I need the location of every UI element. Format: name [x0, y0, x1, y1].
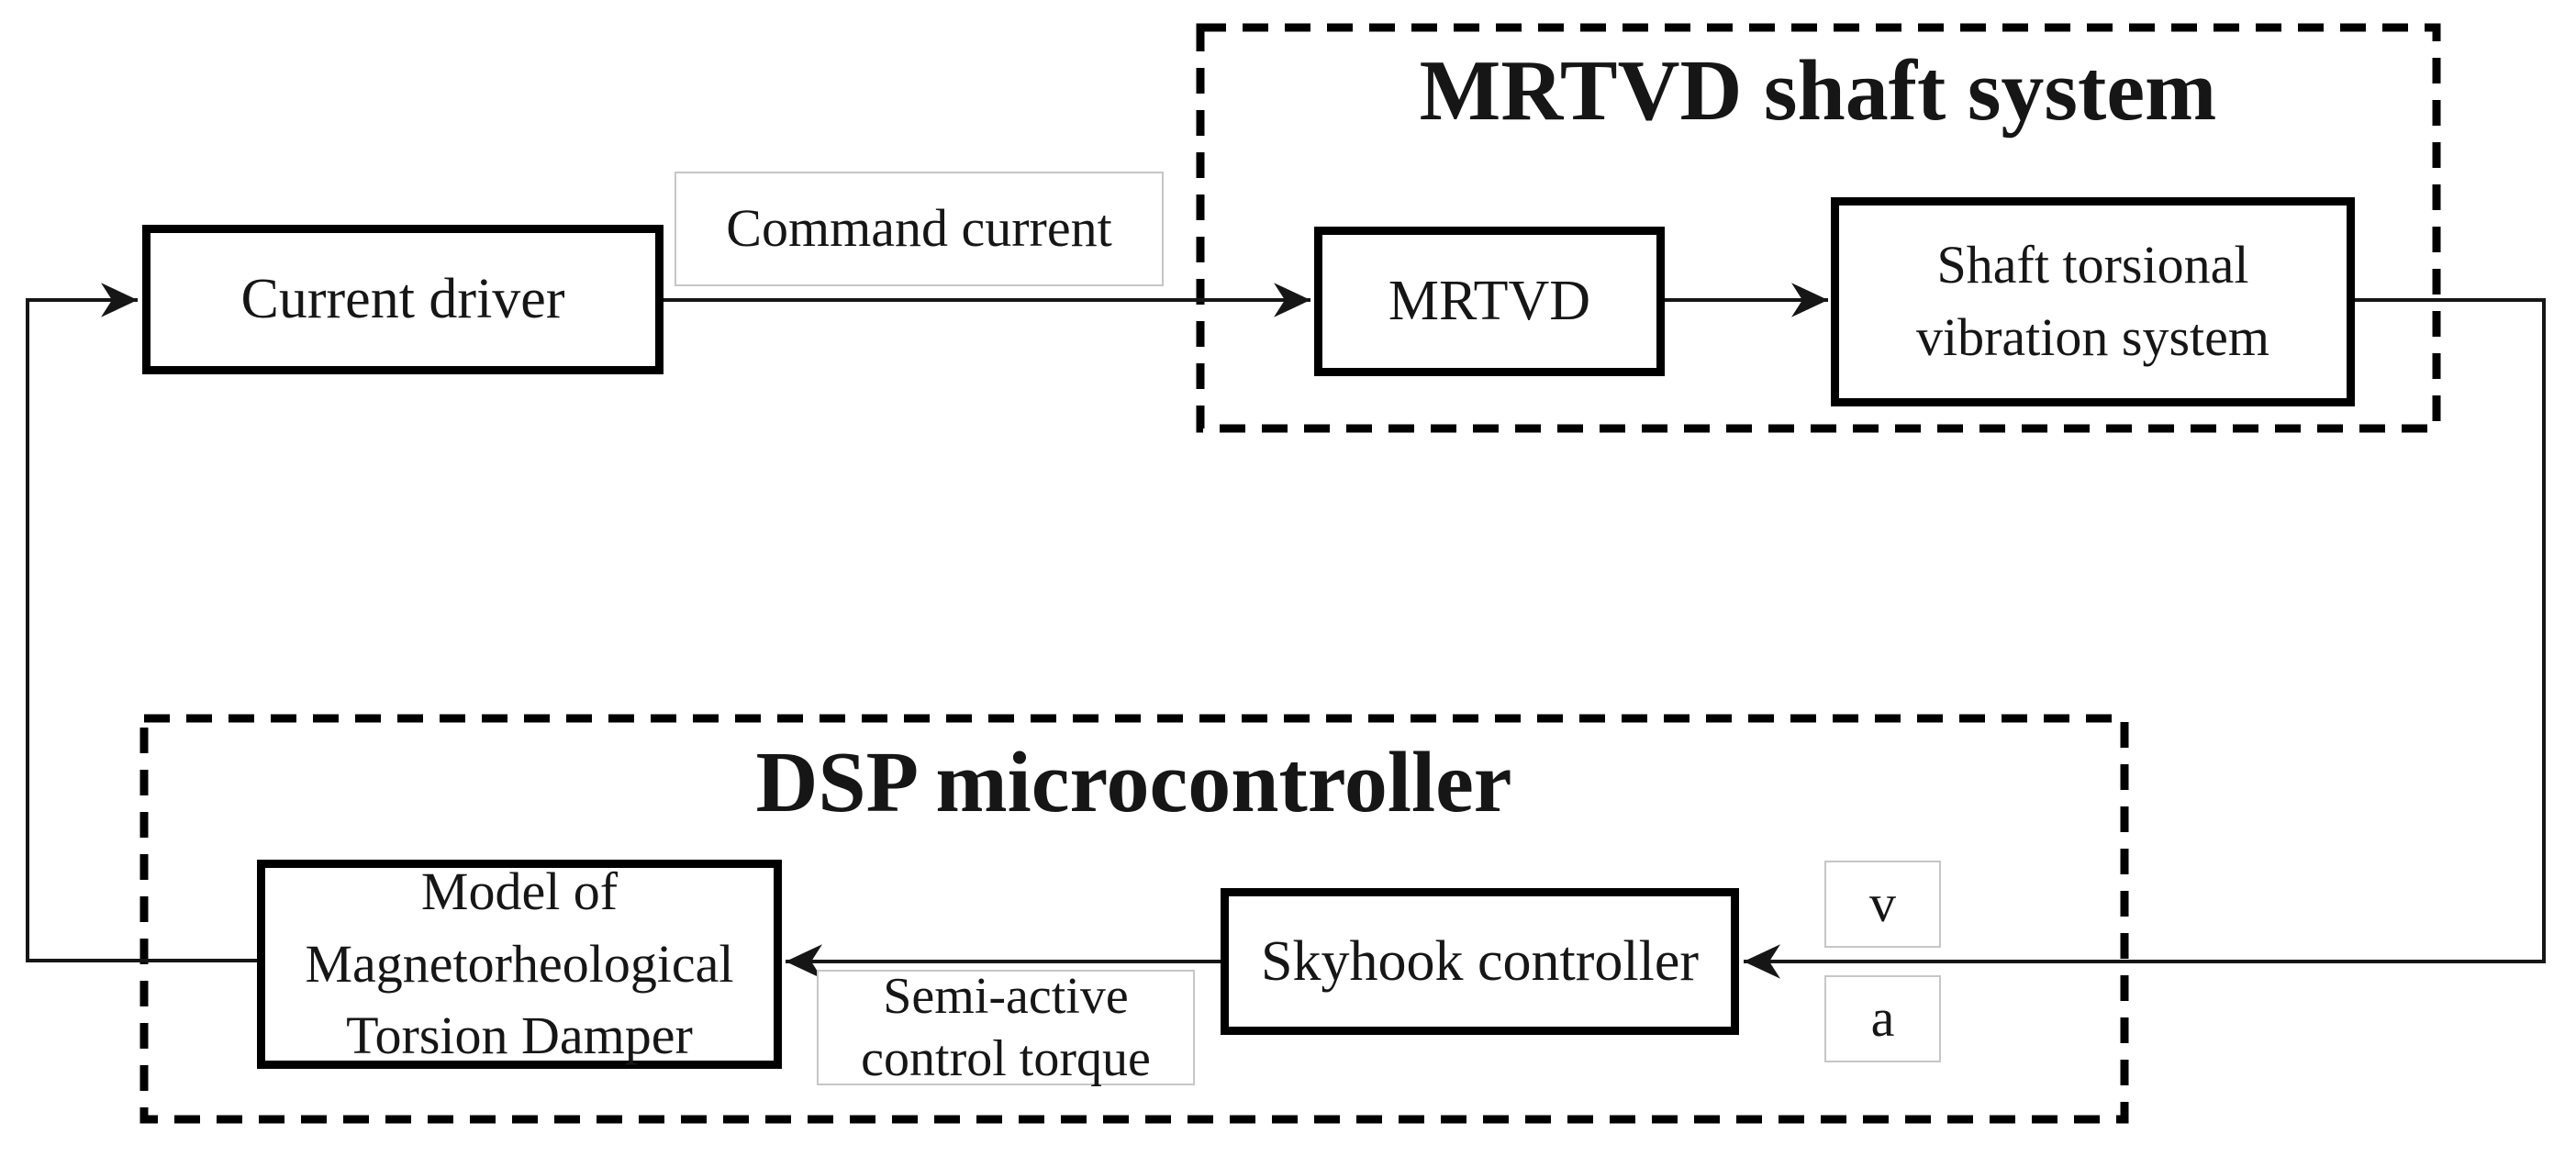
model-label-line2: Magnetorheological — [305, 933, 734, 994]
dsp-group-title: DSP microcontroller — [755, 735, 1512, 830]
shaft-to-skyhook-feedback-wire — [1744, 298, 2546, 979]
model-label-line1: Model of — [420, 861, 619, 921]
shaft-torsional-vibration-system-block: Shaft torsional vibration system — [1831, 197, 2355, 406]
velocity-text: v — [1869, 873, 1896, 934]
mrtvd-block: MRTVD — [1314, 227, 1665, 376]
current-driver-label: Current driver — [240, 268, 565, 331]
shaft-label-line2: vibration system — [1915, 307, 2269, 367]
skyhook-controller-block: Skyhook controller — [1221, 888, 1739, 1035]
skyhook-controller-label: Skyhook controller — [1261, 929, 1699, 993]
semi-active-text-line1: Semi-active — [883, 967, 1129, 1025]
acceleration-text: a — [1870, 988, 1895, 1049]
semi-active-text-line2: control torque — [861, 1030, 1151, 1087]
semi-active-control-torque-signal-label: Semi-active control torque — [817, 968, 1195, 1087]
velocity-signal-label: v — [1824, 861, 1941, 948]
acceleration-signal-label: a — [1824, 975, 1941, 1062]
command-current-signal-label: Command current — [675, 172, 1164, 286]
model-label-line3: Torsion Damper — [346, 1006, 693, 1066]
current-driver-block: Current driver — [142, 225, 664, 374]
model-of-mr-torsion-damper-block: Model of Magnetorheological Torsion Damp… — [257, 860, 782, 1069]
dsp-group-outline — [139, 714, 2129, 1124]
command-current-text: Command current — [726, 198, 1112, 259]
model-to-current-driver-feedback-wire — [26, 283, 259, 962]
shaft-label-line1: Shaft torsional — [1936, 235, 2249, 295]
mrtvd-group-title: MRTVD shaft system — [1419, 43, 2217, 139]
mrtvd-group-outline — [1196, 23, 2441, 433]
mrtvd-label: MRTVD — [1388, 270, 1591, 333]
